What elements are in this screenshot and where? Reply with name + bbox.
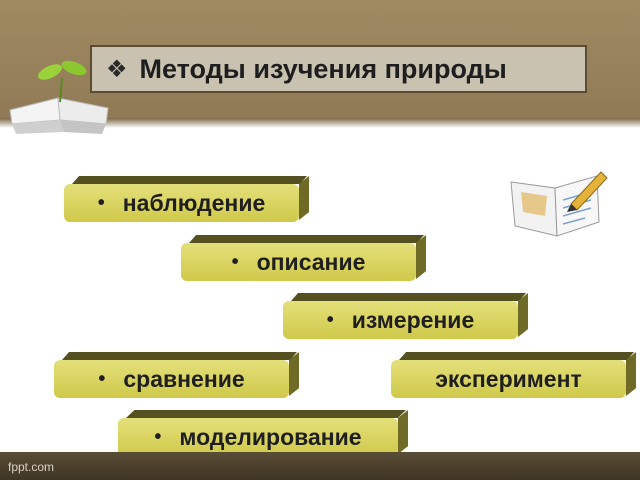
header-band-shadow [0, 118, 640, 128]
watermark: fppt.com [8, 460, 55, 474]
block-top-edge [126, 410, 406, 418]
method-block-description: • описание [181, 235, 426, 281]
method-block-comparison: • сравнение [54, 352, 299, 398]
footer-band [0, 452, 640, 480]
method-label: сравнение [123, 365, 245, 392]
method-bullet: • [326, 308, 334, 331]
method-label: эксперимент [435, 365, 582, 392]
method-block-observation: • наблюдение [64, 176, 309, 222]
block-face: • описание [181, 243, 416, 281]
method-label: моделирование [179, 423, 362, 450]
method-bullet: • [231, 250, 239, 273]
block-side-edge [398, 410, 408, 454]
block-face: • наблюдение [64, 184, 299, 222]
title-bullet: ❖ [106, 55, 128, 83]
block-side-edge [518, 293, 528, 337]
page-title: Методы изучения природы [139, 53, 507, 84]
book-sprout-icon [9, 60, 109, 134]
block-top-edge [399, 352, 634, 360]
block-side-edge [289, 352, 299, 396]
method-label: описание [256, 248, 366, 275]
block-top-edge [291, 293, 526, 301]
block-top-edge [62, 352, 297, 360]
method-bullet: • [98, 367, 106, 390]
method-block-experiment: эксперимент [391, 352, 636, 398]
block-face: • измерение [283, 301, 518, 339]
method-block-measurement: • измерение [283, 293, 528, 339]
block-top-edge [72, 176, 307, 184]
block-face: эксперимент [391, 360, 626, 398]
method-label: наблюдение [122, 189, 266, 216]
block-face: • сравнение [54, 360, 289, 398]
book-pencil-icon [510, 171, 608, 237]
block-face: • моделирование [118, 418, 398, 456]
method-bullet: • [97, 191, 105, 214]
block-top-edge [189, 235, 424, 243]
method-bullet: • [154, 425, 162, 448]
method-block-modeling: • моделирование [118, 410, 408, 456]
block-side-edge [299, 176, 309, 220]
method-label: измерение [351, 306, 475, 333]
title-box: ❖ Методы изучения природы [90, 45, 587, 93]
block-side-edge [416, 235, 426, 279]
block-side-edge [626, 352, 636, 396]
